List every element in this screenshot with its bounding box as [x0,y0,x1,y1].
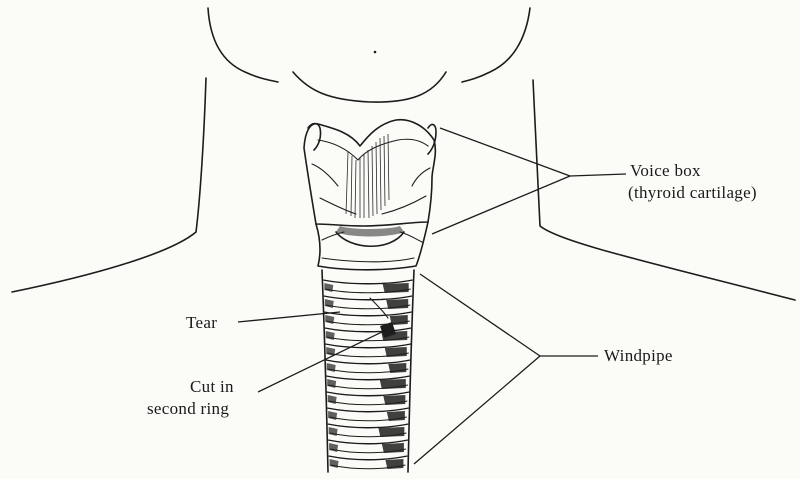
trachea-ring-left-shadow-7 [327,379,336,388]
cut-label-line2: second ring [147,398,229,420]
trachea-ring-shadow-1 [383,283,409,293]
trachea-ring-shadow-5 [385,347,407,357]
trachea-ring-left-shadow-4 [326,331,335,340]
trachea-rings [323,280,412,469]
trachea-ring-shadow-2 [386,299,408,309]
trachea-ring-shadow-7 [380,379,406,389]
leader-voice-box-lower [432,176,570,234]
trachea-ring-left-shadow-12 [330,459,339,468]
neck-outline [12,8,795,300]
trachea-ring-shadow-12 [385,459,403,469]
trachea-ring-left-shadow-2 [325,299,334,308]
trachea-ring-left-shadow-11 [329,443,338,452]
trachea-ring-1 [323,280,412,284]
trachea-ring-left-shadow-10 [329,427,338,436]
leader-tear [238,312,340,322]
windpipe-trachea [322,270,414,472]
trachea-ring-shadow-9 [387,411,405,421]
voice-box-label: Voice box [630,160,701,182]
trachea-ring-shadow-8 [383,395,405,405]
trachea-ring-6 [326,360,411,364]
ink-dot [374,51,377,54]
trachea-ring-left-shadow-9 [328,411,337,420]
trachea-ring-left-shadow-6 [327,363,336,372]
cartilage-hatching [346,134,389,218]
thyroid-cartilage [304,120,436,226]
tear-label: Tear [186,312,217,334]
thyroid-cartilage-label: (thyroid cartilage) [628,182,757,204]
trachea-ring-8 [327,392,410,396]
windpipe-label: Windpipe [604,345,673,367]
trachea-ring-5 [325,344,411,348]
trachea-ring-11 [328,440,408,444]
trachea-ring-10 [328,424,409,428]
trachea-ring-2 [324,296,412,300]
cut-label-line1: Cut in [190,376,234,398]
trachea-ring-left-shadow-8 [328,395,337,404]
leader-windpipe-lower [414,356,540,464]
leader-voice-box-upper [440,128,570,176]
trachea-ring-left-shadow-1 [324,283,333,292]
leader-cut [258,330,386,392]
trachea-ring-12 [329,456,408,460]
trachea-ring-7 [326,376,410,380]
leader-windpipe-upper [420,274,540,356]
trachea-ring-4 [325,328,412,332]
leader-voice-box-label [570,174,626,176]
cricoid-cartilage [316,222,428,270]
trachea-ring-shadow-11 [382,443,404,453]
cricoid-shadow [336,226,404,237]
trachea-ring-9 [327,408,409,412]
trachea-ring-shadow-10 [378,427,404,437]
trachea-ring-left-shadow-3 [325,315,334,324]
trachea-ring-shadow-6 [388,363,406,373]
